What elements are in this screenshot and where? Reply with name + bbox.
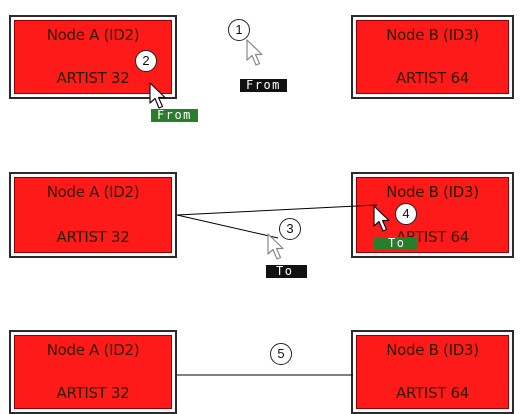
node-b-body[interactable]: Node B (ID3) ARTIST 64 xyxy=(356,335,509,409)
arrow-cursor-icon xyxy=(246,39,263,66)
arrow-cursor-icon xyxy=(373,205,390,232)
node-b[interactable]: Node B (ID3) ARTIST 64 xyxy=(351,330,514,414)
node-a-body[interactable]: Node A (ID2) ARTIST 32 xyxy=(14,177,172,253)
step-marker-5: 5 xyxy=(270,343,292,365)
from-tag-active: From xyxy=(151,109,198,122)
node-title: Node B (ID3) xyxy=(386,341,479,359)
arrow-cursor-icon xyxy=(149,82,166,109)
node-a-body[interactable]: Node A (ID2) ARTIST 32 xyxy=(14,20,172,94)
node-b[interactable]: Node B (ID3) ARTIST 64 xyxy=(351,15,514,99)
node-artist: ARTIST 32 xyxy=(56,384,130,402)
node-artist: ARTIST 64 xyxy=(395,69,470,87)
node-b-body[interactable]: Node B (ID3) ARTIST 64 xyxy=(356,20,509,94)
to-tag-inactive: To xyxy=(266,265,308,278)
step-marker-1: 1 xyxy=(228,19,250,41)
step-marker-4: 4 xyxy=(395,203,417,225)
step-marker-2: 2 xyxy=(135,50,157,72)
node-a-body[interactable]: Node A (ID2) ARTIST 32 xyxy=(14,335,172,409)
node-a[interactable]: Node A (ID2) ARTIST 32 xyxy=(9,172,177,258)
from-tag-inactive: From xyxy=(240,79,287,92)
node-artist: ARTIST 32 xyxy=(56,69,130,87)
arrow-cursor-icon xyxy=(267,233,284,260)
node-title: Node A (ID2) xyxy=(46,341,140,359)
node-title: Node B (ID3) xyxy=(386,26,479,44)
node-a[interactable]: Node A (ID2) ARTIST 32 xyxy=(9,330,177,414)
node-title: Node B (ID3) xyxy=(386,183,479,201)
node-artist: ARTIST 32 xyxy=(56,228,130,246)
connection-line-to-node-b xyxy=(176,204,378,216)
to-tag-active: To xyxy=(374,237,418,250)
node-artist: ARTIST 64 xyxy=(395,384,470,402)
node-title: Node A (ID2) xyxy=(46,183,140,201)
connection-line-to-cursor xyxy=(176,214,279,239)
step-marker-3: 3 xyxy=(279,218,301,240)
node-title: Node A (ID2) xyxy=(46,26,140,44)
